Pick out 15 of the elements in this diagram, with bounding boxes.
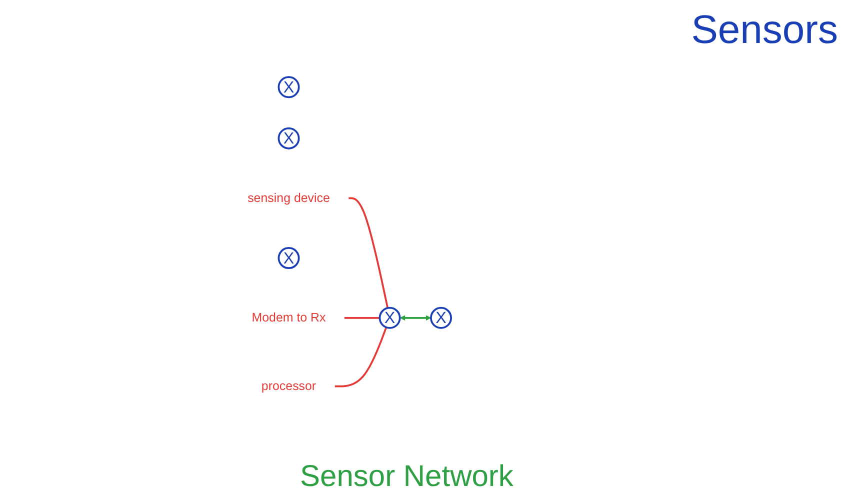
- node-text: processor: [261, 380, 316, 394]
- connector: [334, 327, 388, 388]
- node-circle: [378, 306, 401, 329]
- handwritten-label: Sensors: [691, 8, 838, 53]
- arrow: [400, 315, 432, 321]
- node-circle: [278, 76, 300, 98]
- connector: [344, 316, 380, 319]
- node-circle: [278, 247, 300, 270]
- handwritten-label: Sensor Network: [300, 460, 514, 494]
- node-text: sensing device: [248, 191, 330, 206]
- node-circle: [430, 306, 452, 329]
- connector: [348, 197, 389, 308]
- node-text: Modem to Rx: [252, 311, 326, 325]
- sensor-network-diagram: X X sensing device X X X Modem to Rx processor: [20, 70, 660, 410]
- node-circle: [278, 127, 300, 150]
